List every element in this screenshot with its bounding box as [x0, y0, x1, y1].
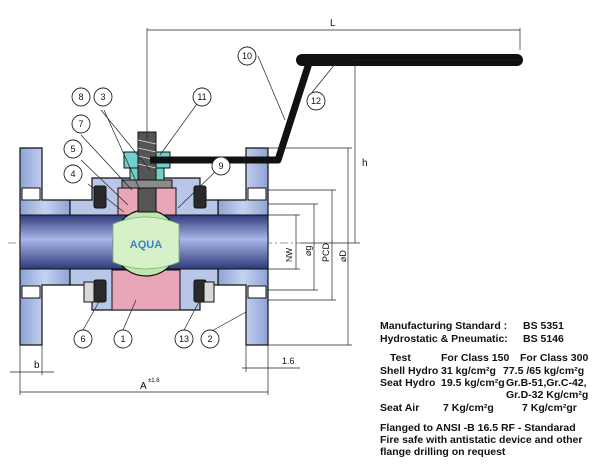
leader-lines — [80, 55, 336, 333]
spec-header-test: Test — [390, 352, 411, 364]
logo-text: AQUA — [130, 239, 162, 251]
callout-10: 10 — [242, 51, 252, 61]
ball — [112, 209, 180, 277]
dim-g: ⌀g — [303, 246, 313, 256]
spec-row-seatair-c300: 7 Kg/cm²gr — [522, 402, 577, 414]
callout-12: 12 — [311, 96, 321, 106]
dim-d: ⌀D — [338, 250, 348, 262]
spec-note-1: Flanged to ANSI -B 16.5 RF - Standarad — [380, 422, 576, 434]
spec-row-seatair-name: Seat Air — [380, 402, 420, 414]
callout-5: 5 — [70, 144, 75, 154]
callout-3: 3 — [100, 92, 105, 102]
stem-assembly — [121, 131, 173, 213]
dim-h: h — [362, 158, 368, 169]
spec-hydrostatic-label: Hydrostatic & Pneumatic: — [380, 333, 508, 345]
dim-l: L — [330, 18, 336, 29]
dim-t: 1.6 — [282, 356, 295, 366]
spec-row-shell-name: Shell Hydro — [380, 365, 439, 377]
dim-pcd: PCD — [321, 242, 331, 262]
spec-manufacturing-label: Manufacturing Standard : — [380, 320, 508, 332]
dim-nw: NW — [284, 248, 294, 262]
handle — [150, 54, 523, 164]
callout-2: 2 — [207, 334, 212, 344]
spec-hydrostatic-value: BS 5146 — [523, 333, 564, 345]
spec-row-seathydro-c300: Gr.B-51,Gr.C-42, — [506, 377, 587, 389]
spec-row-shell-c150: 31 kg/cm²g — [441, 365, 496, 377]
spec-row-seathydro-name: Seat Hydro — [380, 377, 436, 389]
dim-a: A — [140, 381, 147, 392]
callout-1: 1 — [120, 334, 125, 344]
spec-header-class150: For Class 150 — [441, 352, 510, 364]
spec-header-class300: For Class 300 — [520, 352, 589, 364]
callout-7: 7 — [78, 119, 83, 129]
dimension-lines — [10, 28, 521, 395]
callout-8: 8 — [78, 92, 83, 102]
dim-b: b — [34, 360, 40, 371]
spec-row-shell-c300: 77.5 /65 kg/cm²g — [503, 365, 585, 377]
callout-circles — [63, 46, 326, 349]
spec-note-3: flange drilling on request — [380, 446, 506, 458]
callout-13: 13 — [179, 334, 189, 344]
spec-row-seathydro-c150: 19.5 kg/cm²g — [441, 377, 505, 389]
callout-4: 4 — [70, 169, 75, 179]
callout-6: 6 — [80, 334, 85, 344]
callout-11: 11 — [197, 92, 206, 102]
dim-a-tol: ±1.6 — [148, 378, 160, 384]
callout-9: 9 — [218, 161, 223, 171]
spec-row-seatair-c150: 7 Kg/cm²g — [443, 402, 494, 414]
spec-manufacturing-value: BS 5351 — [523, 320, 564, 332]
spec-row-seathydro-c300b: Gr.D-32 Kg/cm²g — [506, 389, 589, 401]
spec-note-2: Fire safe with antistatic device and oth… — [380, 434, 583, 446]
